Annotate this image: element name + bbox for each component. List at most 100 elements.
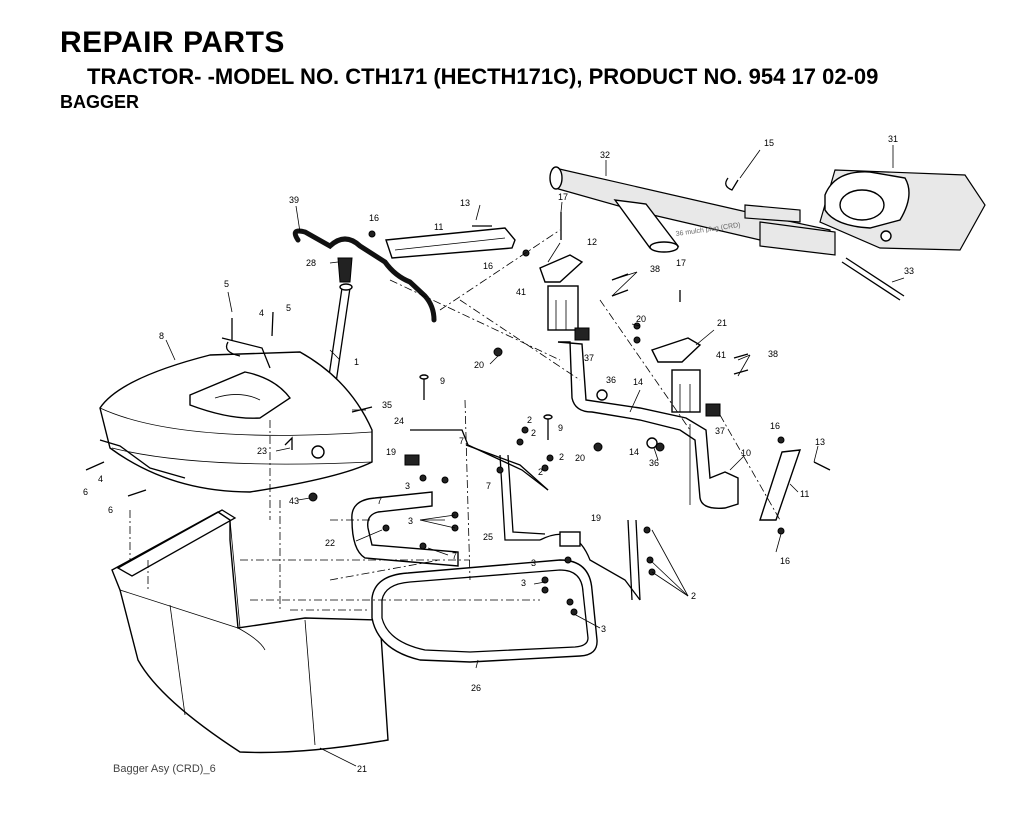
callout-7-b: 7 (486, 481, 491, 491)
callout-17-b: 17 (676, 258, 686, 268)
frame-part-25 (465, 444, 549, 541)
latch-part-20 (651, 337, 702, 363)
rod-part-24 (410, 429, 549, 491)
callout-19-a: 20 (636, 314, 646, 324)
callout-7-a: 7 (459, 436, 464, 446)
callout-3-d: 3 (521, 578, 526, 588)
leader-lines (165, 145, 905, 767)
callout-2-e: 2 (691, 591, 696, 601)
callout-4-a: 4 (259, 308, 264, 318)
callout-11-a: 11 (434, 222, 443, 232)
callout-3-c: 3 (531, 558, 536, 568)
callout-16-a: 16 (369, 213, 379, 223)
callout-11-b: 11 (800, 489, 809, 499)
callout-9-b: 9 (558, 423, 563, 433)
callout-2-d: 2 (538, 467, 543, 477)
callout-41-b: 41 (716, 350, 726, 360)
handle-grip-part-28 (337, 257, 353, 283)
section-heading: BAGGER (60, 92, 140, 112)
bagger-cover-part-8 (99, 337, 373, 493)
chute-tube-part-34 (549, 166, 836, 256)
callout-3-e: 3 (601, 624, 606, 634)
clip-part-15 (725, 149, 761, 191)
bracket-part-11-right (759, 449, 802, 521)
callout-21: 21 (357, 764, 367, 774)
callout-19-b: 20 (474, 360, 484, 370)
callout-2-a: 2 (527, 415, 532, 425)
callout-32: 35 (382, 400, 392, 410)
latch-part-12 (539, 254, 584, 283)
pin-part-35 (841, 257, 905, 301)
fasteners (85, 212, 831, 616)
bracket-part-10 (557, 341, 739, 509)
callout-17-a: 17 (558, 192, 568, 202)
bumper-part-43 (308, 492, 318, 502)
callout-2-c: 2 (559, 452, 564, 462)
callout-13-b: 13 (815, 437, 825, 447)
rod-part-39 (292, 228, 437, 323)
callout-34: 32 (600, 150, 610, 160)
callout-13-a: 13 (460, 198, 470, 208)
callout-38-b: 38 (768, 349, 778, 359)
callout-2-b: 2 (531, 428, 536, 438)
callout-10: 10 (741, 448, 751, 458)
callout-39: 39 (289, 195, 299, 205)
callout-37-a: 37 (584, 353, 594, 363)
bracket-part-41-left (547, 285, 579, 331)
callout-36-a: 36 (606, 375, 616, 385)
callout-20: 21 (717, 318, 727, 328)
callout-labels: 32 15 31 33 39 16 11 13 17 12 16 28 38 1… (83, 134, 914, 774)
callout-3-a: 3 (405, 481, 410, 491)
bracket-part-22-right (559, 531, 581, 547)
callout-3-b: 3 (408, 516, 413, 526)
frame-part-23 (351, 491, 459, 567)
page-title: REPAIR PARTS (60, 26, 285, 59)
grass-bag-part-21 (111, 509, 389, 754)
callout-31: 23 (257, 446, 267, 456)
bolt-part-32 (351, 406, 373, 413)
callout-33: 31 (888, 134, 898, 144)
frame-part-26 (371, 559, 598, 663)
bracket-part-22-left (404, 454, 420, 466)
bracket-part-41-right (671, 369, 701, 413)
callout-5-a: 5 (224, 279, 229, 289)
callout-28: 28 (306, 258, 316, 268)
callout-12: 12 (587, 237, 597, 247)
callout-36-b: 36 (649, 458, 659, 468)
callout-16-d: 16 (780, 556, 790, 566)
callout-41-a: 41 (516, 287, 526, 297)
callout-6-a: 6 (83, 487, 88, 497)
callout-7-d: 7 (452, 551, 457, 561)
callout-16-b: 16 (483, 261, 493, 271)
callout-8: 8 (159, 331, 164, 341)
callout-24: 24 (394, 416, 404, 426)
callout-35: 33 (904, 266, 914, 276)
knob-part-37-left (574, 327, 590, 341)
callout-15: 15 (764, 138, 774, 148)
clip-part-31 (284, 436, 293, 450)
callout-4-b: 4 (98, 474, 103, 484)
knob-part-37-right (705, 403, 721, 417)
callout-38-a: 38 (650, 264, 660, 274)
callout-14-a: 14 (633, 377, 643, 387)
callout-6-b: 6 (108, 505, 113, 515)
callout-26: 26 (471, 683, 481, 693)
callout-19-c: 20 (575, 453, 585, 463)
callout-9-a: 9 (440, 376, 445, 386)
assembly-lines (129, 229, 781, 611)
bolt-part-9-right (543, 414, 553, 440)
callout-25: 25 (483, 532, 493, 542)
chute-housing-part-33 (819, 169, 986, 251)
callout-5-b: 5 (286, 303, 291, 313)
callout-7-c: 7 (377, 496, 382, 506)
callout-16-c: 16 (770, 421, 780, 431)
drawing-reference: Bagger Asy (CRD)_6 (113, 763, 216, 775)
callout-14-b: 14 (629, 447, 639, 457)
callout-23: 22 (325, 538, 335, 548)
model-subtitle: TRACTOR- -MODEL NO. CTH171 (HECTH171C), … (87, 64, 879, 89)
bolt-part-9-left (419, 374, 429, 400)
callout-37-b: 37 (715, 426, 725, 436)
callout-22-b: 19 (591, 513, 601, 523)
callout-22-a: 19 (386, 447, 396, 457)
